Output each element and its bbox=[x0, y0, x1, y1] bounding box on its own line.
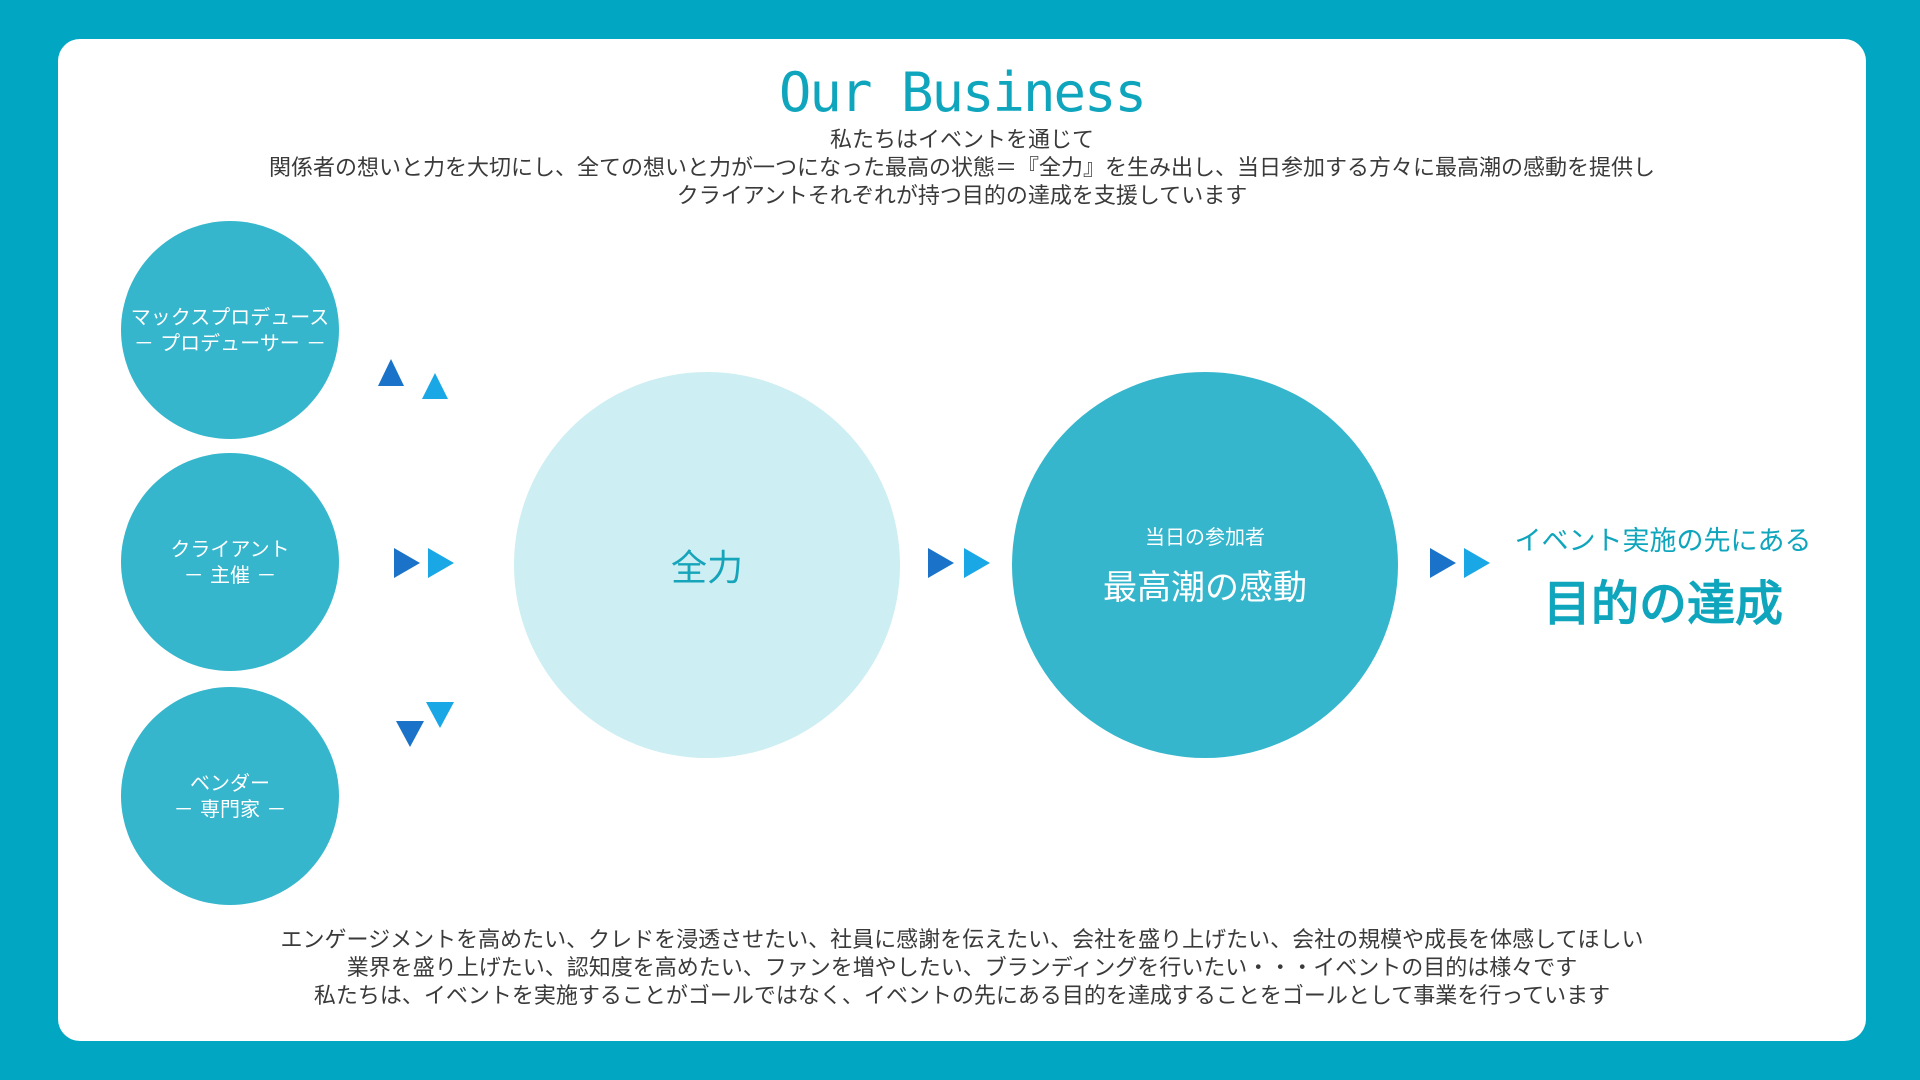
content-card: Our Business 私たちはイベントを通じて 関係者の想いと力を大切にし、… bbox=[58, 39, 1866, 1041]
arrow-up-icon bbox=[422, 373, 448, 399]
arrow-down-icon bbox=[396, 721, 424, 747]
stakeholder-role: － 主催 － bbox=[183, 563, 277, 587]
emotion-circle: 当日の参加者 最高潮の感動 bbox=[1012, 372, 1398, 758]
emotion-sub-label: 当日の参加者 bbox=[1145, 525, 1265, 549]
emotion-main-label: 最高潮の感動 bbox=[1103, 568, 1307, 608]
arrow-right-icon bbox=[394, 548, 420, 578]
stakeholder-role: － 専門家 － bbox=[173, 797, 287, 821]
flow-arrows bbox=[378, 359, 1490, 747]
outro-line: エンゲージメントを高めたい、クレドを浸透させたい、社員に感謝を伝えたい、会社を盛… bbox=[280, 928, 1644, 953]
arrow-right-icon bbox=[964, 548, 990, 578]
goal-main-label: 目的の達成 bbox=[1542, 576, 1783, 632]
arrow-up-icon bbox=[378, 359, 404, 386]
stakeholder-role: － プロデューサー － bbox=[133, 331, 327, 355]
outro-line: 私たちは、イベントを実施することがゴールではなく、イベントの先にある目的を達成す… bbox=[313, 984, 1611, 1009]
stakeholder-name: ベンダー bbox=[190, 771, 270, 795]
goal-sub-label: イベント実施の先にある bbox=[1514, 526, 1812, 557]
stakeholder-name: クライアント bbox=[170, 537, 290, 561]
intro-line: クライアントそれぞれが持つ目的の達成を支援しています bbox=[676, 184, 1248, 209]
arrow-right-icon bbox=[1464, 548, 1490, 578]
stakeholder-name: マックスプロデュース bbox=[130, 305, 330, 329]
outro-line: 業界を盛り上げたい、認知度を高めたい、ファンを増やしたい、ブランディングを行いた… bbox=[346, 956, 1578, 981]
goal-block: イベント実施の先にある 目的の達成 bbox=[1498, 519, 1828, 634]
intro-line: 関係者の想いと力を大切にし、全ての想いと力が一つになった最高の状態＝『全力』を生… bbox=[268, 156, 1655, 181]
page-title: Our Business bbox=[778, 61, 1147, 124]
arrow-right-icon bbox=[1430, 548, 1456, 578]
stakeholder-producer-circle: マックスプロデュース － プロデューサー － bbox=[121, 221, 339, 439]
stakeholder-vendor-circle: ベンダー － 専門家 － bbox=[121, 687, 339, 905]
full-power-label: 全力 bbox=[670, 548, 743, 589]
stakeholder-client-circle: クライアント － 主催 － bbox=[121, 453, 339, 671]
arrow-down-icon bbox=[426, 702, 454, 728]
intro-text: 私たちはイベントを通じて 関係者の想いと力を大切にし、全ての想いと力が一つになっ… bbox=[58, 127, 1866, 211]
arrow-right-icon bbox=[428, 548, 454, 578]
full-power-circle: 全力 bbox=[514, 372, 900, 758]
outro-text: エンゲージメントを高めたい、クレドを浸透させたい、社員に感謝を伝えたい、会社を盛… bbox=[58, 927, 1866, 1011]
arrow-right-icon bbox=[928, 548, 954, 578]
intro-line: 私たちはイベントを通じて bbox=[829, 128, 1094, 153]
